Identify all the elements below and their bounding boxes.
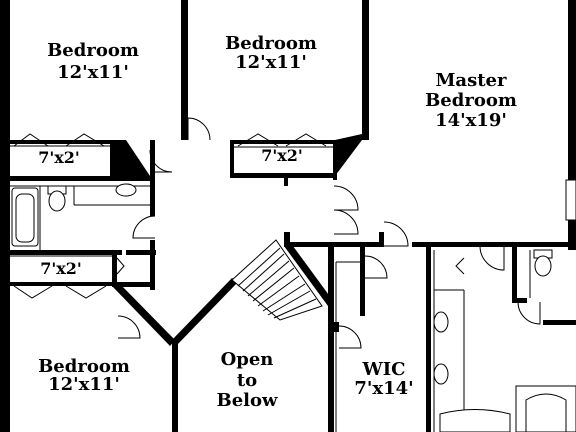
wic-inner-wall — [360, 246, 365, 316]
bifold-door-icon — [13, 285, 53, 299]
bath-right-wall — [150, 176, 155, 216]
open-to-below-line2: to — [237, 370, 257, 391]
sink-icon — [433, 363, 449, 385]
door-swing-icon — [132, 215, 156, 239]
room-size-bedroom-n: 12'x11' — [235, 52, 307, 73]
tub-icon — [439, 409, 511, 432]
bath-top-wall — [412, 242, 512, 247]
door-swing-icon — [479, 245, 505, 271]
room-size-bedroom-sw: 12'x11' — [48, 374, 120, 395]
wall-bedroom-divider — [181, 0, 188, 140]
window-icon — [565, 179, 576, 221]
shower-icon — [515, 385, 576, 432]
stub-n — [284, 176, 288, 186]
toilet-icon — [48, 190, 66, 212]
bathtub-basin-icon — [15, 193, 35, 243]
shower-pan-icon — [525, 393, 567, 432]
room-size-master: 14'x19' — [435, 110, 507, 131]
wic-right-wall — [426, 242, 431, 432]
closet-nw-top-wall — [10, 140, 110, 144]
exterior-wall-left — [0, 0, 10, 432]
closet-sw-ledge — [112, 282, 152, 287]
open-left-wall — [172, 342, 178, 432]
room-name-master-line2: Bedroom — [425, 90, 517, 111]
closet-n-bottom-wall — [230, 173, 335, 178]
closet-n-right — [333, 140, 337, 180]
door-swing-icon — [333, 185, 359, 211]
open-to-below-line1: Open — [221, 349, 274, 370]
bifold-door-icon — [285, 133, 327, 147]
bifold-door-icon — [116, 257, 125, 275]
stair-outline — [231, 239, 323, 321]
wc-bottom-stub — [512, 298, 527, 303]
closet-size-n: 7'x2' — [261, 146, 303, 165]
room-name-bedroom-n: Bedroom — [225, 33, 317, 54]
toilet-icon — [534, 255, 552, 277]
closet-doors — [13, 133, 465, 299]
door-swing-icon — [517, 301, 541, 325]
bifold-door-icon — [65, 133, 105, 147]
door-swing-icon — [149, 149, 173, 173]
bath-top-right — [512, 242, 576, 247]
wall-master-divider — [362, 0, 369, 140]
room-name-wic: WIC — [362, 359, 406, 380]
room-size-bedroom-nw: 12'x11' — [57, 62, 129, 83]
bath-bottom-wall-2 — [126, 250, 156, 255]
wic-top-stub — [379, 232, 384, 247]
door-swing-icon — [364, 255, 388, 279]
closet-n-top-wall — [230, 140, 335, 144]
bifold-door-icon — [65, 285, 107, 299]
bath-right-lower — [150, 240, 155, 290]
door-swing-icon — [117, 315, 141, 339]
bath-bottom-wall — [10, 250, 122, 255]
door-swing-icon — [338, 325, 362, 349]
fixtures — [11, 183, 576, 432]
wc-left-wall — [512, 242, 517, 302]
swing-doors — [117, 117, 541, 349]
exterior-wall-right — [568, 0, 576, 250]
door-swing-icon — [333, 209, 359, 235]
staircase — [231, 239, 323, 321]
interior-lines — [10, 145, 576, 432]
closet-nw-corner — [110, 140, 150, 176]
stair-diag — [284, 242, 334, 306]
closet-sw-right — [112, 250, 117, 286]
wic-left-wall — [328, 246, 334, 432]
sink-icon — [115, 183, 137, 197]
door-swing-icon — [187, 117, 211, 141]
sink-icon — [433, 311, 449, 333]
closet-size-nw: 7'x2' — [38, 148, 80, 167]
closet-n-corner — [335, 134, 362, 176]
room-name-master-line1: Master — [436, 70, 507, 91]
diag-wall-sw — [112, 282, 175, 346]
bifold-door-icon — [13, 133, 49, 147]
hall-wall-mid — [284, 242, 379, 247]
closet-size-sw: 7'x2' — [40, 259, 82, 278]
bifold-door-icon — [237, 133, 279, 147]
closet-nw-bottom-wall — [10, 176, 155, 181]
stair-stub — [284, 232, 290, 246]
bifold-door-icon — [455, 257, 465, 275]
open-to-below-line3: Below — [216, 390, 278, 411]
door-swing-icon — [383, 221, 409, 247]
room-size-wic: 7'x14' — [354, 378, 413, 399]
closet-sw-bottom — [10, 282, 118, 286]
room-name-bedroom-nw: Bedroom — [47, 40, 139, 61]
room-labels: Bedroom 12'x11' Bedroom 12'x11' Master B… — [38, 33, 517, 411]
wc-bottom-wall — [543, 320, 576, 325]
diag-wall-open-left — [170, 278, 238, 346]
room-name-bedroom-sw: Bedroom — [38, 356, 130, 377]
closet-n-left — [230, 140, 234, 176]
